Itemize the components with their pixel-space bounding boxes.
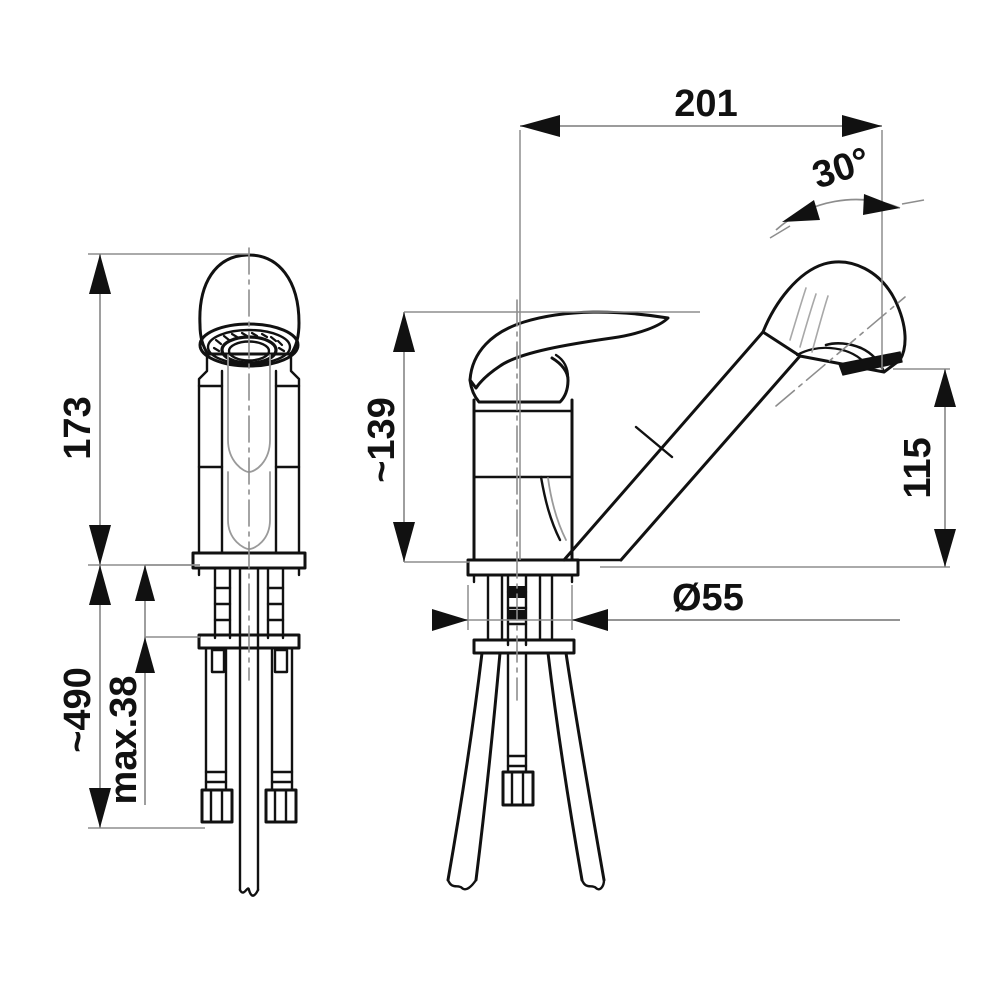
dimension-label-201: 201: [674, 83, 737, 125]
dimension-label-dia55: Ø55: [672, 577, 744, 619]
side-spout-arm: [562, 330, 802, 562]
side-head-axis: [775, 296, 906, 407]
dimension-490: ~490: [57, 565, 111, 828]
dimension-201: 201: [520, 83, 882, 137]
dimension-label-490: ~490: [57, 667, 99, 753]
dimension-max38: max.38: [103, 565, 155, 805]
dimension-173: 173: [57, 254, 111, 565]
dimension-label-173: 173: [57, 396, 99, 459]
dimension-label-max38: max.38: [103, 676, 145, 805]
front-view: [191, 247, 307, 897]
side-base-plate: [466, 558, 580, 584]
side-body: [472, 398, 574, 562]
side-view: [446, 260, 907, 891]
side-lever-handle: [468, 310, 670, 404]
dimension-layer: 173 ~490 max.38 201: [57, 83, 956, 829]
side-spray-head: [761, 260, 907, 376]
dimension-label-30deg: 30°: [807, 140, 875, 198]
dimension-115: 115: [897, 369, 956, 567]
dimension-label-139: ~139: [361, 397, 403, 483]
dimension-dia55: Ø55: [432, 577, 900, 631]
dimension-label-115: 115: [897, 437, 939, 498]
side-supply-hoses: [446, 651, 606, 891]
side-mounting-studs: [486, 573, 554, 647]
front-supply-hoses: [200, 646, 298, 824]
front-mounting-studs: [213, 566, 285, 897]
dimension-139: ~139: [361, 312, 415, 562]
extension-lines: [88, 130, 950, 829]
dimension-30deg: 30°: [769, 140, 925, 239]
side-fixing-plate: [472, 638, 576, 655]
